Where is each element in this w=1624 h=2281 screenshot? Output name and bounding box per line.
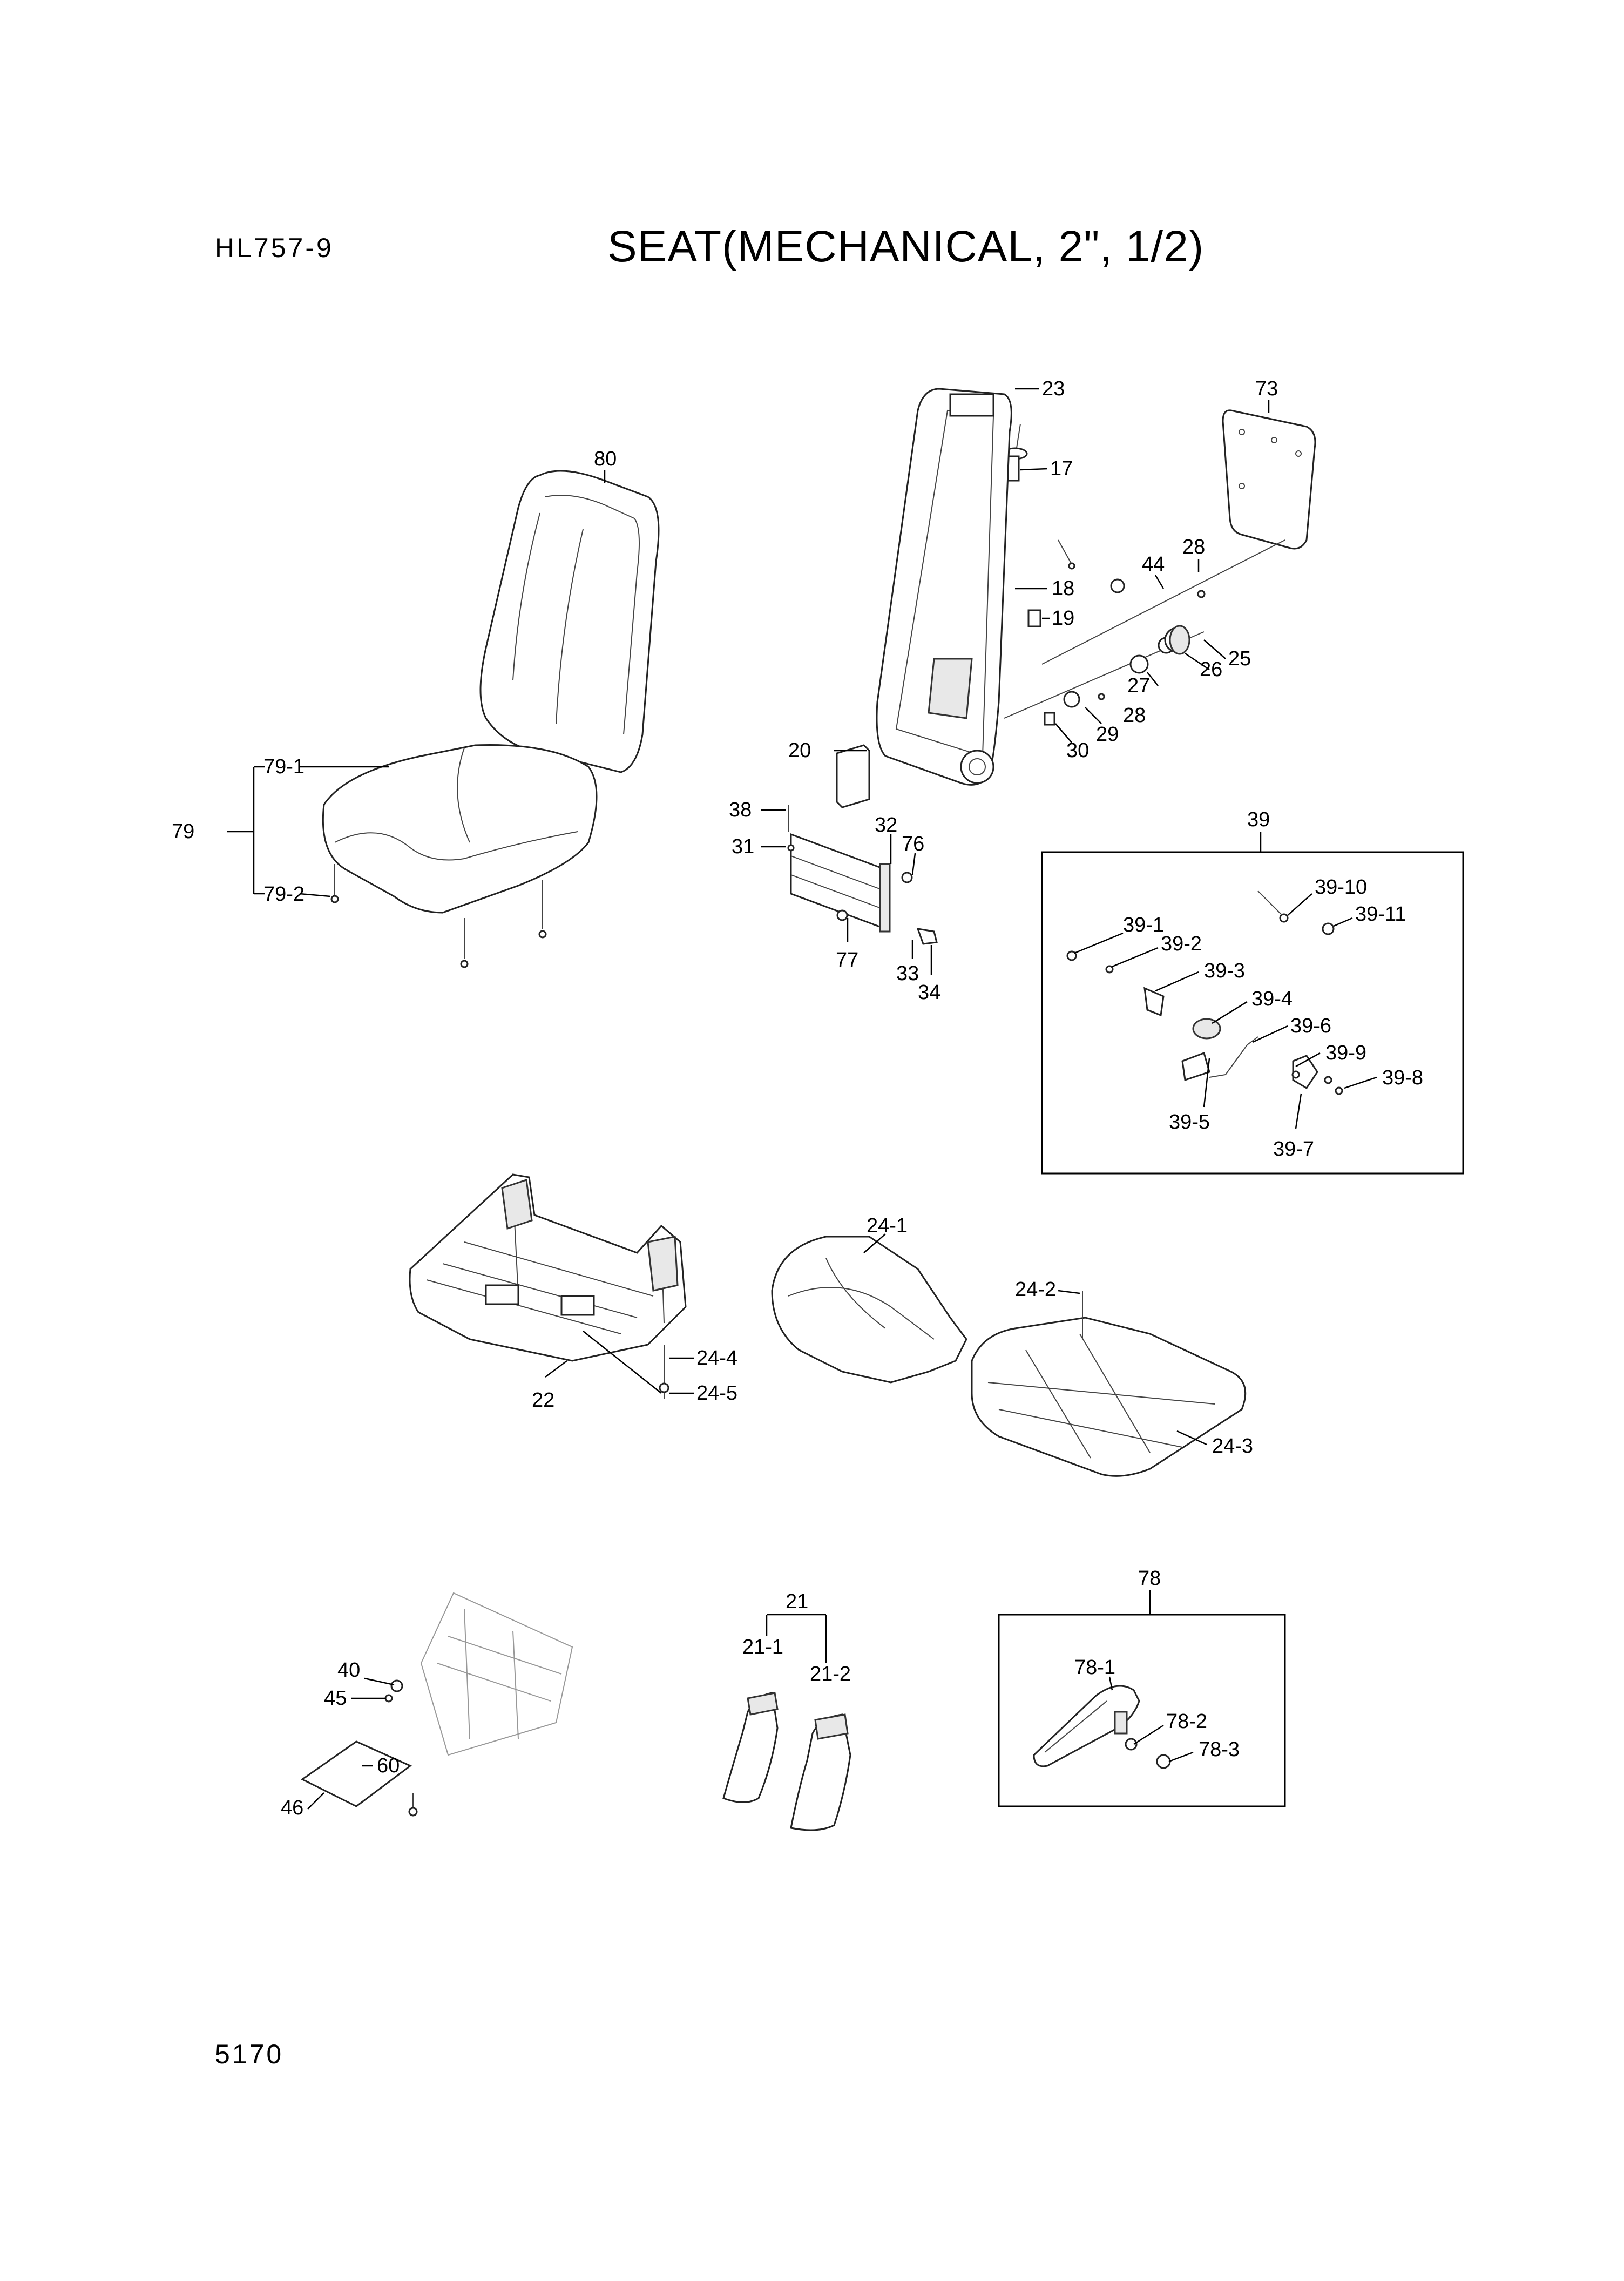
callout-39-8: 39-8 [1382,1067,1423,1089]
callout-78-3: 78-3 [1199,1738,1240,1761]
seat-switch-parts [301,1679,418,1817]
callout-33: 33 [896,962,919,985]
callout-73: 73 [1255,377,1278,400]
callout-76: 76 [902,833,924,855]
callout-34: 34 [918,981,940,1004]
callout-24-4: 24-4 [696,1347,737,1369]
callout-78-2: 78-2 [1166,1710,1207,1733]
base-frame-drawing [409,1173,687,1362]
callout-39-4: 39-4 [1251,988,1293,1010]
callout-60: 60 [377,1754,400,1777]
detail-box-39 [1041,851,1464,1175]
callout-39-6: 39-6 [1290,1015,1331,1037]
callout-26: 26 [1200,658,1222,681]
callout-31: 31 [732,835,754,858]
callout-39-3: 39-3 [1204,960,1245,982]
callout-27: 27 [1127,674,1150,697]
callout-20: 20 [788,739,811,762]
callout-45: 45 [324,1687,347,1710]
callout-39-10: 39-10 [1315,876,1367,899]
armrest-drawing [1033,1685,1171,1769]
callout-29: 29 [1096,723,1119,746]
callout-77: 77 [836,949,858,971]
callout-39-9: 39-9 [1325,1042,1366,1064]
callout-80: 80 [594,448,617,470]
callout-21-1: 21-1 [742,1636,783,1658]
callout-78: 78 [1138,1567,1161,1590]
callout-39-7: 39-7 [1273,1138,1314,1160]
callout-25: 25 [1228,647,1251,670]
detail-box-78 [998,1614,1286,1807]
backrest-frame-drawing [836,388,1316,808]
callout-39-11: 39-11 [1355,903,1406,926]
callout-23: 23 [1042,377,1065,400]
callout-79-1: 79-1 [263,755,304,778]
callout-28-bottom: 28 [1123,704,1146,727]
callout-46: 46 [281,1797,303,1819]
model-code: HL757-9 [215,233,334,263]
side-covers-drawing [722,1692,851,1831]
callout-79-2: 79-2 [263,883,304,906]
callout-24-1: 24-1 [867,1214,908,1237]
callout-21: 21 [786,1590,808,1613]
seat-assembly-drawing [322,470,660,968]
callout-40: 40 [337,1659,360,1682]
callout-22: 22 [532,1389,554,1412]
callout-39-2: 39-2 [1161,933,1202,955]
callout-30: 30 [1066,739,1089,762]
callout-18: 18 [1052,577,1074,600]
callout-32: 32 [875,814,897,836]
suspension-drawing [771,1236,1247,1477]
callout-78-1: 78-1 [1074,1656,1115,1679]
callout-17: 17 [1050,457,1073,480]
callout-19: 19 [1052,607,1074,630]
callout-28-top: 28 [1182,536,1205,558]
callout-24-2: 24-2 [1015,1278,1056,1301]
recliner-lever-drawing [1066,890,1343,1095]
callout-39-5: 39-5 [1169,1111,1210,1133]
callout-44: 44 [1142,553,1165,576]
slide-rail-drawing [787,805,938,945]
page-number: 5170 [215,2039,284,2069]
callout-21-2: 21-2 [810,1663,851,1685]
seat-switch-drawing [420,1592,573,1756]
callout-38: 38 [729,799,752,821]
page-title: SEAT(MECHANICAL, 2", 1/2) [607,222,1205,271]
callout-39-1: 39-1 [1123,914,1164,936]
callout-39: 39 [1247,808,1270,831]
callout-24-3: 24-3 [1212,1435,1253,1457]
callout-24-5: 24-5 [696,1382,737,1405]
callout-79: 79 [172,820,194,843]
